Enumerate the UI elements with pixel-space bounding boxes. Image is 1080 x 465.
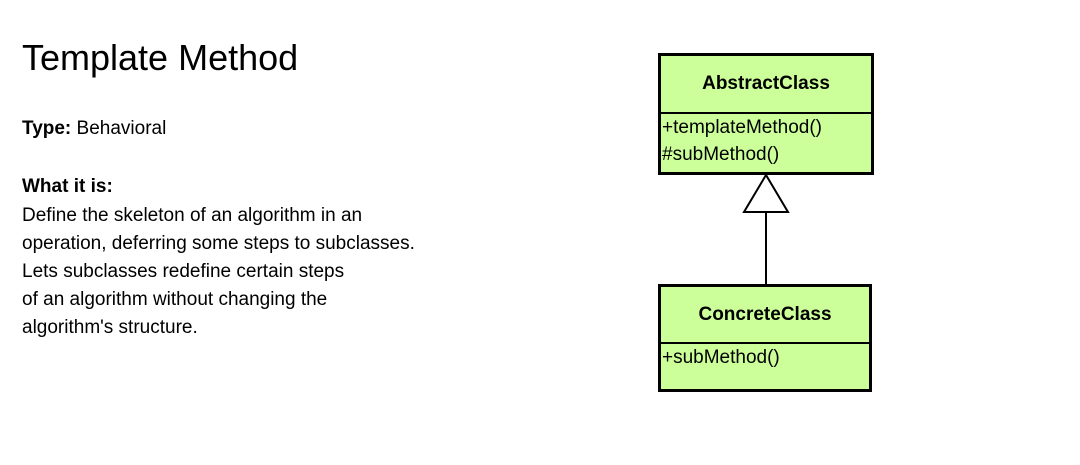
concrete-class-box: ConcreteClass +subMethod(): [658, 284, 872, 392]
page-title: Template Method: [22, 37, 299, 78]
what-it-is-heading: What it is:: [22, 176, 113, 197]
pattern-type: Type: Behavioral: [22, 118, 166, 140]
type-label: Type:: [22, 118, 72, 139]
description-line: algorithm's structure.: [22, 317, 198, 338]
abstract-class-members: +templateMethod() #subMethod(): [661, 114, 871, 168]
concrete-class-members: +subMethod(): [661, 344, 869, 371]
abstract-class-member: #subMethod(): [662, 144, 780, 165]
description-line: Lets subclasses redefine certain steps: [22, 261, 345, 282]
description: Define the skeleton of an algorithm in a…: [22, 202, 415, 342]
concrete-class-name: ConcreteClass: [661, 287, 869, 344]
description-line: Define the skeleton of an algorithm in a…: [22, 205, 363, 226]
concrete-class-member: +subMethod(): [662, 347, 780, 368]
inheritance-arrowhead: [742, 173, 790, 213]
description-line: operation, deferring some steps to subcl…: [22, 233, 415, 254]
abstract-class-name: AbstractClass: [661, 56, 871, 114]
abstract-class-member: +templateMethod(): [662, 117, 822, 138]
type-value: Behavioral: [76, 118, 167, 139]
abstract-class-box: AbstractClass +templateMethod() #subMeth…: [658, 53, 874, 175]
description-line: of an algorithm without changing the: [22, 289, 328, 310]
